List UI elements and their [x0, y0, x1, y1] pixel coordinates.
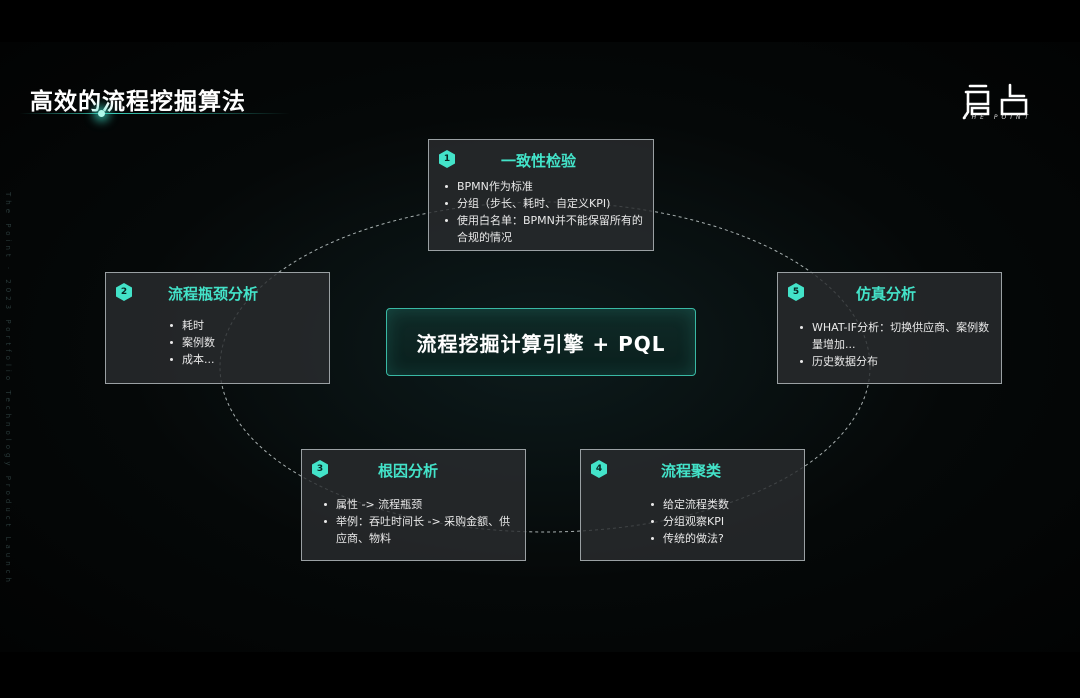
card-title: 仿真分析 [856, 285, 917, 303]
list-item: 属性 -> 流程瓶颈 [322, 496, 518, 513]
number-badge: 4 [591, 460, 607, 478]
list-item: 耗时 [168, 317, 318, 334]
page-title: 高效的流程挖掘算法 [30, 89, 246, 115]
title-glow-dot [98, 110, 105, 117]
card-consistency-check: 1 一致性检验 BPMN作为标准 分组（步长、耗时、自定义KPI) 使用白名单：… [428, 139, 654, 251]
card-title: 根因分析 [378, 462, 439, 480]
logo-subtitle: THE POINT [964, 114, 1033, 121]
list-item: 案例数 [168, 334, 318, 351]
number-badge: 3 [312, 460, 328, 478]
list-item: 举例：吞吐时间长 -> 采购金额、供应商、物料 [322, 513, 518, 547]
list-item: WHAT-IF分析：切换供应商、案例数量增加... [798, 319, 990, 353]
card-title: 流程瓶颈分析 [168, 285, 259, 303]
list-item: 历史数据分布 [798, 353, 990, 370]
list-item: 分组观察KPI [649, 513, 799, 530]
card-process-clustering: 4 流程聚类 给定流程类数 分组观察KPI 传统的做法? [580, 449, 805, 561]
number-badge: 2 [116, 283, 132, 301]
brand-logo [962, 83, 1028, 120]
list-item: BPMN作为标准 [443, 178, 648, 195]
list-item: 成本... [168, 351, 318, 368]
number-badge: 5 [788, 283, 804, 301]
card-bottleneck-analysis: 2 流程瓶颈分析 耗时 案例数 成本... [105, 272, 330, 384]
card-title: 流程聚类 [661, 462, 722, 480]
side-caption: The Point · 2023 Portfolio Technology Pr… [4, 192, 12, 586]
list-item: 给定流程类数 [649, 496, 799, 513]
card-root-cause-analysis: 3 根因分析 属性 -> 流程瓶颈 举例：吞吐时间长 -> 采购金额、供应商、物… [301, 449, 526, 561]
number-badge: 1 [439, 150, 455, 168]
list-item: 传统的做法? [649, 530, 799, 547]
title-underline [20, 113, 290, 114]
list-item: 使用白名单：BPMN并不能保留所有的合规的情况 [443, 212, 648, 246]
card-simulation-analysis: 5 仿真分析 WHAT-IF分析：切换供应商、案例数量增加... 历史数据分布 [777, 272, 1002, 384]
card-title: 一致性检验 [501, 152, 577, 170]
slide: 高效的流程挖掘算法 THE POINT The Point · 2023 Por… [0, 42, 1080, 652]
list-item: 分组（步长、耗时、自定义KPI) [443, 195, 648, 212]
center-engine-box: 流程挖掘计算引擎 + PQL [386, 308, 696, 376]
